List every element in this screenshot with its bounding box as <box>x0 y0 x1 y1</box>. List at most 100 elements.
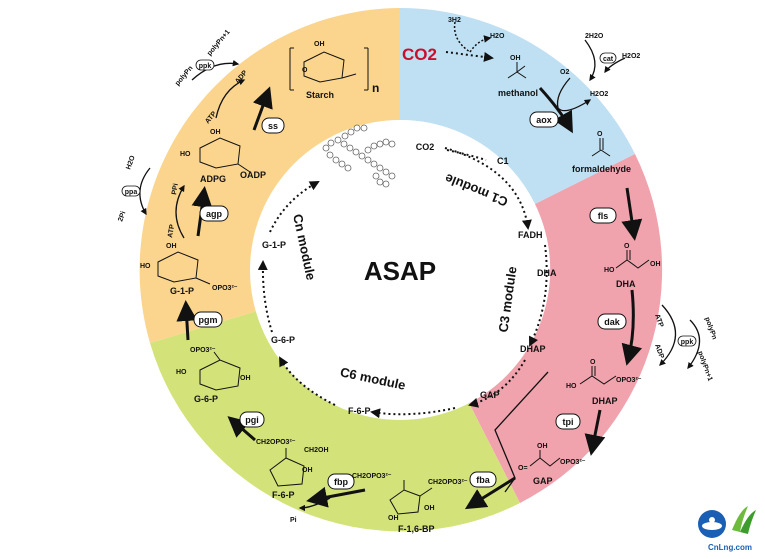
watermark-text: CnLng.com <box>708 543 752 552</box>
adpg-label: ADPG <box>200 174 226 184</box>
adp-right-label: ADP <box>653 343 665 360</box>
f6p-label: F-6-P <box>272 490 295 500</box>
enzyme-dak-box <box>597 313 627 330</box>
f16bp-label: F-1,6-BP <box>398 524 435 534</box>
adpg-ho-text: HO <box>180 151 191 158</box>
dha-structure <box>615 250 650 269</box>
starch-structure <box>289 47 369 91</box>
inner-cycle-cn <box>257 260 273 333</box>
inner-cycle-cn2 <box>269 181 320 233</box>
f6p-ch2oh-text: CH2OH <box>304 447 329 454</box>
f16bp-ch2opo3-right-text: CH2OPO3²⁻ <box>428 479 468 486</box>
g1p-ho-text: HO <box>140 263 151 270</box>
c1-sector <box>400 7 635 205</box>
f16bp-ch2opo3-text: CH2OPO3²⁻ <box>352 473 392 480</box>
g1p-structure <box>157 251 211 285</box>
enzyme-fba-box <box>469 471 497 488</box>
atp-ppi-curve <box>175 184 185 239</box>
f16bp-structure <box>389 480 433 515</box>
tpi-arrow <box>584 409 606 456</box>
ppi-label: PPi <box>171 183 180 195</box>
h2o2b-label: H2O2 <box>590 91 608 98</box>
c6-sector <box>150 311 520 532</box>
formaldehyde-structure <box>591 138 611 157</box>
g6p-ho-text: HO <box>176 369 187 376</box>
inner-g1p: G-1-P <box>262 240 286 250</box>
g6p-label: G-6-P <box>194 394 218 404</box>
atp-adp-curve-left <box>215 79 246 119</box>
inner-c1: C1 <box>497 156 509 166</box>
g6p-oh-text: OH <box>240 375 251 382</box>
starch-icon <box>322 124 396 188</box>
enzyme-fba: fba <box>476 475 490 485</box>
enzyme-fbp-box <box>327 473 355 490</box>
enzyme-ppa: ppa <box>125 189 138 196</box>
g1p-opo3-text: OPO3²⁻ <box>212 285 238 292</box>
cat-cycle-b <box>604 57 626 74</box>
h2o-left-label: H2O <box>125 154 137 170</box>
pi-curve <box>298 497 331 512</box>
fls-arrow <box>621 187 643 241</box>
inner-gap: GAP <box>480 390 500 400</box>
enzyme-aox: aox <box>536 115 552 125</box>
h2-arrow <box>453 21 471 53</box>
pgi-arrow <box>227 416 256 442</box>
inner-cycle-c6b <box>279 356 336 406</box>
enzyme-fbp: fbp <box>334 477 348 487</box>
starch-o-text: O <box>302 67 308 74</box>
g6p-opo3-text: OPO3²⁻ <box>190 347 216 354</box>
inner-cycle-c3b <box>468 359 526 408</box>
enzyme-pgi: pgi <box>245 415 259 425</box>
ppk-left-curve <box>191 59 240 81</box>
pi2-label: 2Pi <box>117 210 127 222</box>
dhap-ho-text: HO <box>566 383 577 390</box>
inner-fadh: FADH <box>518 230 543 240</box>
starch-n-label: n <box>372 81 379 95</box>
pgm-arrow <box>176 300 198 341</box>
ppk-right-curve <box>687 319 701 370</box>
gap-o-text: O= <box>518 465 528 472</box>
fbp-arrow <box>306 486 366 508</box>
polyp-n1-left: polyPn+1 <box>206 29 232 58</box>
oadp-label: OADP <box>240 170 266 180</box>
dhap-structure <box>579 366 617 385</box>
inner-cycle-c3 <box>529 244 548 347</box>
pi-label: Pi <box>290 517 297 524</box>
enzyme-tpi-box <box>555 413 581 430</box>
enzyme-agp-box <box>199 205 229 222</box>
polyp-n1-right: polyPn+1 <box>696 350 713 382</box>
enzyme-aox-box <box>529 111 559 128</box>
f16bp-oh-text: OH <box>388 515 399 522</box>
starch-label: Starch <box>306 90 334 100</box>
f6p-oh-text: OH <box>302 467 313 474</box>
enzyme-pgi-box <box>239 411 265 428</box>
ss-arrow <box>252 86 273 131</box>
watermark-logo: CnLng.com <box>698 506 756 552</box>
two-h2o-label: 2H2O <box>585 33 604 40</box>
atp-right-label: ATP <box>653 313 664 328</box>
inner-co2: CO2 <box>416 142 435 152</box>
inner-g6p: G-6-P <box>271 335 295 345</box>
adpg-structure <box>199 137 251 173</box>
methanol-structure <box>507 62 527 79</box>
dha-ho-text: HO <box>604 267 615 274</box>
methanol-label: methanol <box>498 88 538 98</box>
enzyme-dak: dak <box>604 317 621 327</box>
dhap-to-fba <box>494 371 549 493</box>
enzyme-fls: fls <box>598 211 609 221</box>
f6p-ch2opo3-text: CH2OPO3²⁻ <box>256 439 296 446</box>
fba-arrow <box>464 476 516 510</box>
enzyme-ss-box <box>261 117 285 134</box>
dha-oh-text: OH <box>650 261 661 268</box>
enzyme-tpi: tpi <box>563 417 574 427</box>
enzyme-agp: agp <box>206 209 223 219</box>
dhap-label: DHAP <box>592 396 618 406</box>
enzyme-pgm: pgm <box>199 315 218 325</box>
enzyme-cat: cat <box>603 56 614 63</box>
co2-label: CO2 <box>402 45 437 64</box>
inner-cycle-c1 <box>444 147 532 230</box>
h2-label: 3H2 <box>448 17 461 24</box>
gap-structure <box>529 450 561 467</box>
enzyme-ppk-right: ppk <box>681 339 694 346</box>
methanol-oh-text: OH <box>510 55 521 62</box>
